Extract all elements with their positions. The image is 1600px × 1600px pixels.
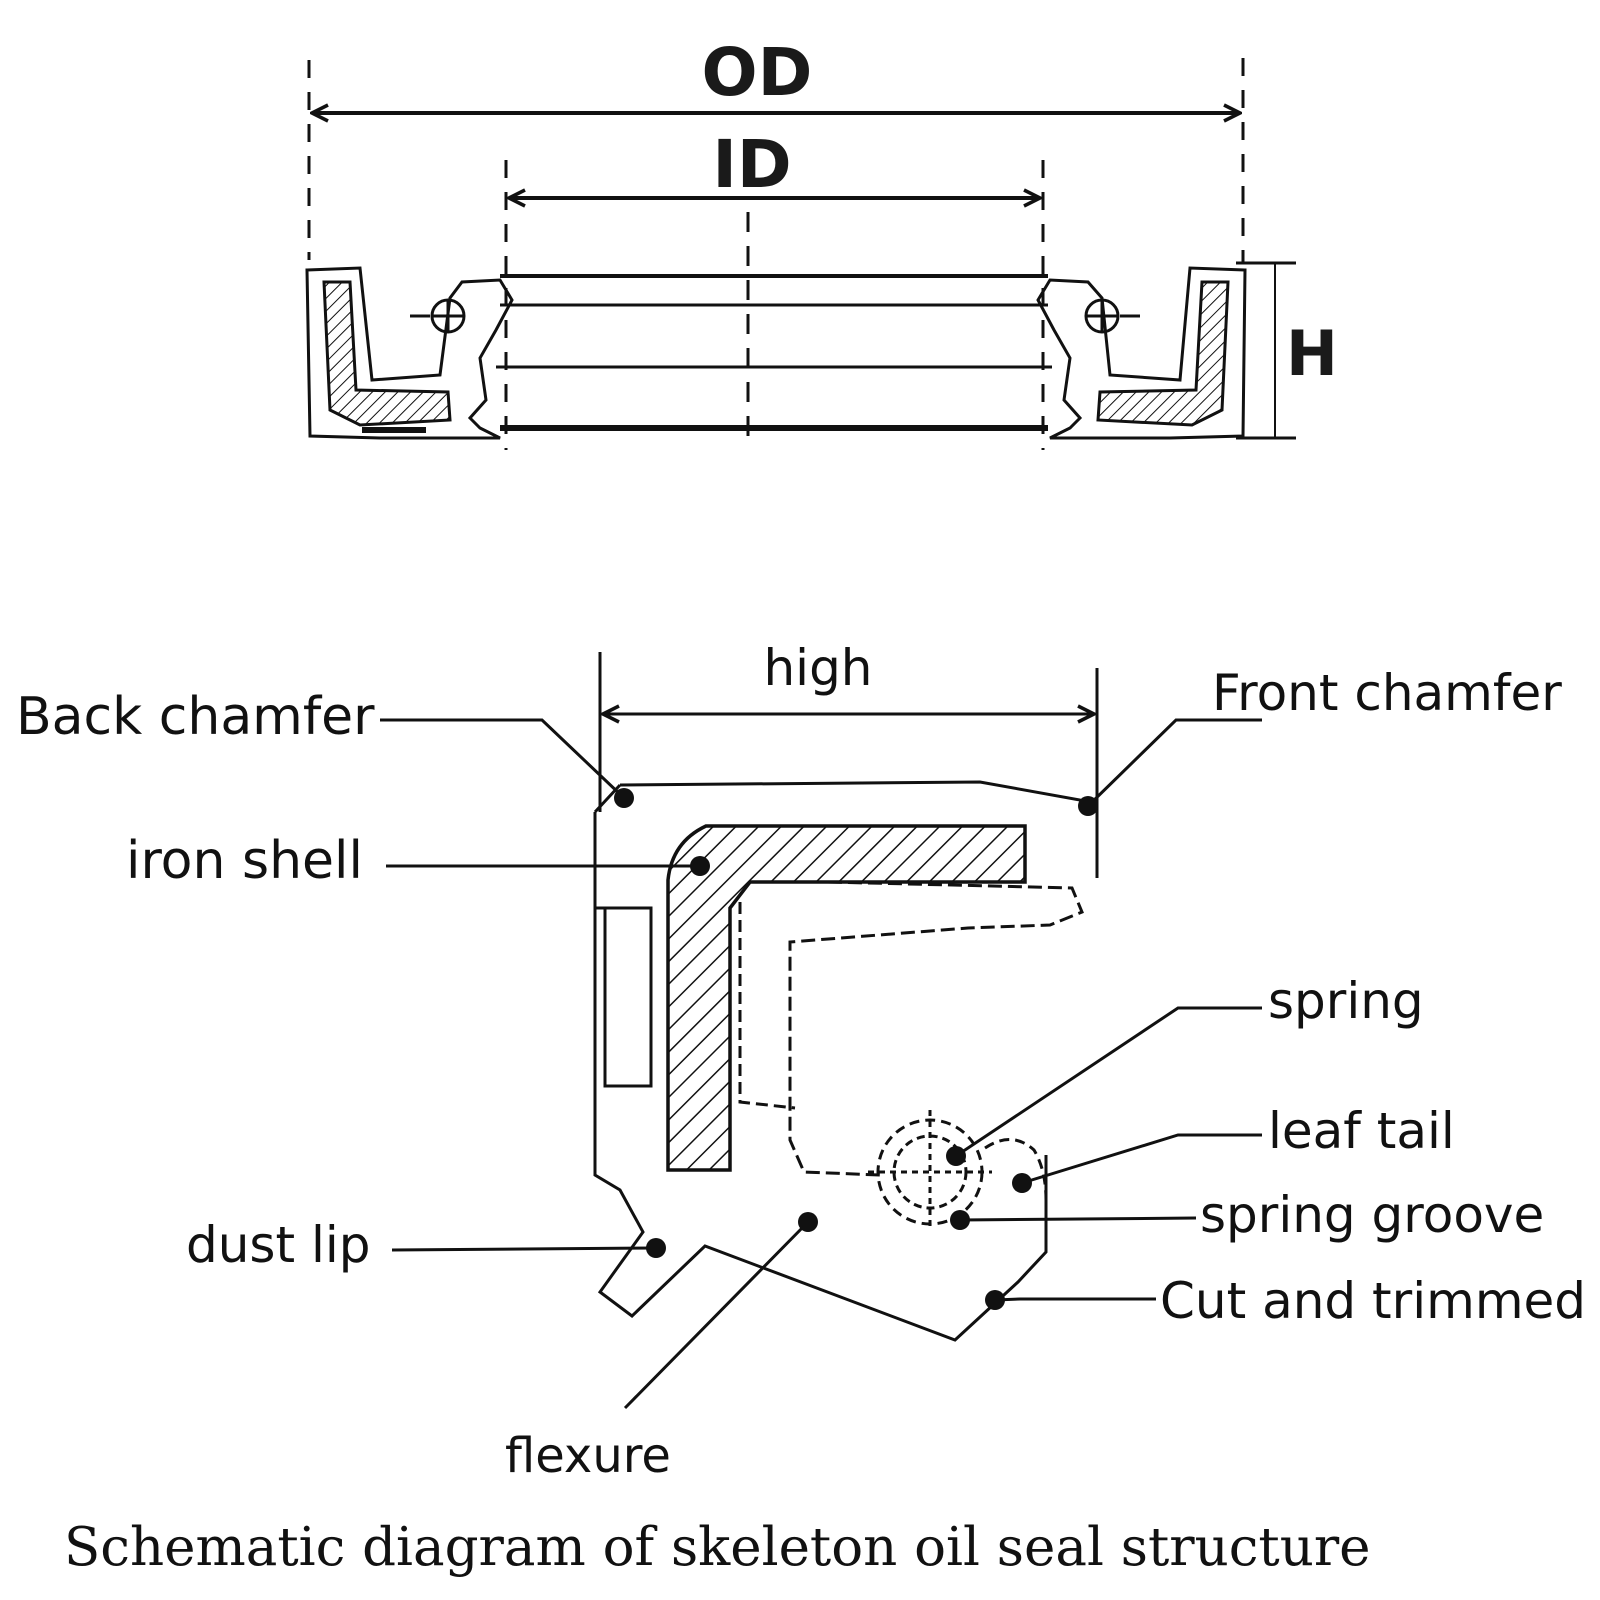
iron-shell-label: iron shell [126,831,363,891]
dust-lip-leader [391,1246,657,1252]
front-chamfer-leader [1086,718,1262,808]
spring-groove-dot [950,1210,970,1230]
leaf-tail-dot [1012,1173,1032,1193]
leaf-tail-label: leaf tail [1268,1102,1455,1160]
id-label: ID [712,126,791,203]
cut-and-trimmed-label: Cut and trimmed [1160,1272,1586,1330]
spring-leader [955,1006,1262,1158]
leader-lines [380,718,1262,1410]
leaf-tail-arc [984,1138,1048,1201]
flexure-leader [623,1220,810,1410]
iron-shell-dot [690,856,710,876]
seal-section-right [1036,266,1247,440]
spring-groove-leader [959,1216,1197,1222]
back-chamfer-leader [380,718,626,800]
spring-dot [946,1146,966,1166]
back-chamfer-dot [614,788,634,808]
spring-label: spring [1268,972,1424,1030]
cut-trimmed-leader [994,1297,1156,1302]
front-chamfer-label: Front chamfer [1212,664,1562,722]
back-chamfer-label: Back chamfer [16,687,375,747]
cross-section-view [305,58,1296,450]
cut-trimmed-dot [985,1290,1005,1310]
h-label: H [1286,317,1338,390]
seal-profile-view [593,652,1099,1342]
seal-section-left [305,266,514,440]
rubber-contour [747,878,1084,1177]
flexure-label: flexure [505,1428,671,1484]
dust-lip-dot [646,1238,666,1258]
spring-groove-label: spring groove [1200,1186,1544,1244]
iron-shell [666,824,1027,1172]
leaf-tail-leader [1021,1133,1262,1185]
callout-dots [614,788,1098,1310]
high-label: high [763,639,872,697]
rubber-inner-left [738,902,796,1110]
figure-caption: Schematic diagram of skeleton oil seal s… [64,1517,1371,1578]
dust-lip-slot [603,906,653,1088]
flexure-dot [798,1212,818,1232]
od-label: OD [702,34,813,111]
dust-lip-label: dust lip [186,1216,371,1274]
front-chamfer-dot [1078,796,1098,816]
